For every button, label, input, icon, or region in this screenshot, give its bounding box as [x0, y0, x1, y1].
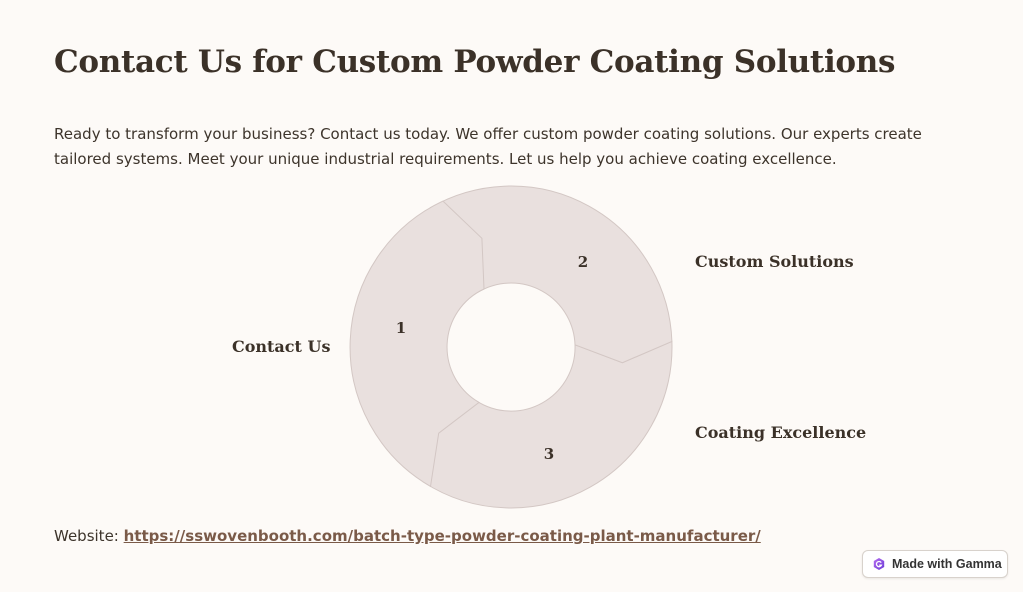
made-with-gamma-badge[interactable]: Made with Gamma: [862, 550, 1008, 578]
page-title: Contact Us for Custom Powder Coating Sol…: [54, 44, 896, 80]
cycle-step-number-2: 2: [578, 253, 588, 271]
cycle-segment-3: [429, 185, 673, 364]
cycle-step-number-3: 3: [544, 445, 554, 463]
cycle-step-label-1: Contact Us: [232, 337, 331, 356]
cycle-segment-2: [422, 340, 673, 509]
badge-label: Made with Gamma: [892, 557, 1002, 571]
website-link[interactable]: https://sswovenbooth.com/batch-type-powd…: [123, 527, 761, 545]
website-prefix: Website:: [54, 527, 124, 545]
cycle-step-number-1: 1: [396, 319, 406, 337]
gamma-logo-icon: [873, 558, 885, 570]
cycle-step-label-2: Custom Solutions: [695, 252, 854, 271]
cycle-step-label-3: Coating Excellence: [695, 423, 867, 442]
cycle-segment-1: [349, 200, 485, 488]
website-line: Website: https://sswovenbooth.com/batch-…: [54, 527, 761, 545]
intro-paragraph: Ready to transform your business? Contac…: [54, 125, 922, 168]
